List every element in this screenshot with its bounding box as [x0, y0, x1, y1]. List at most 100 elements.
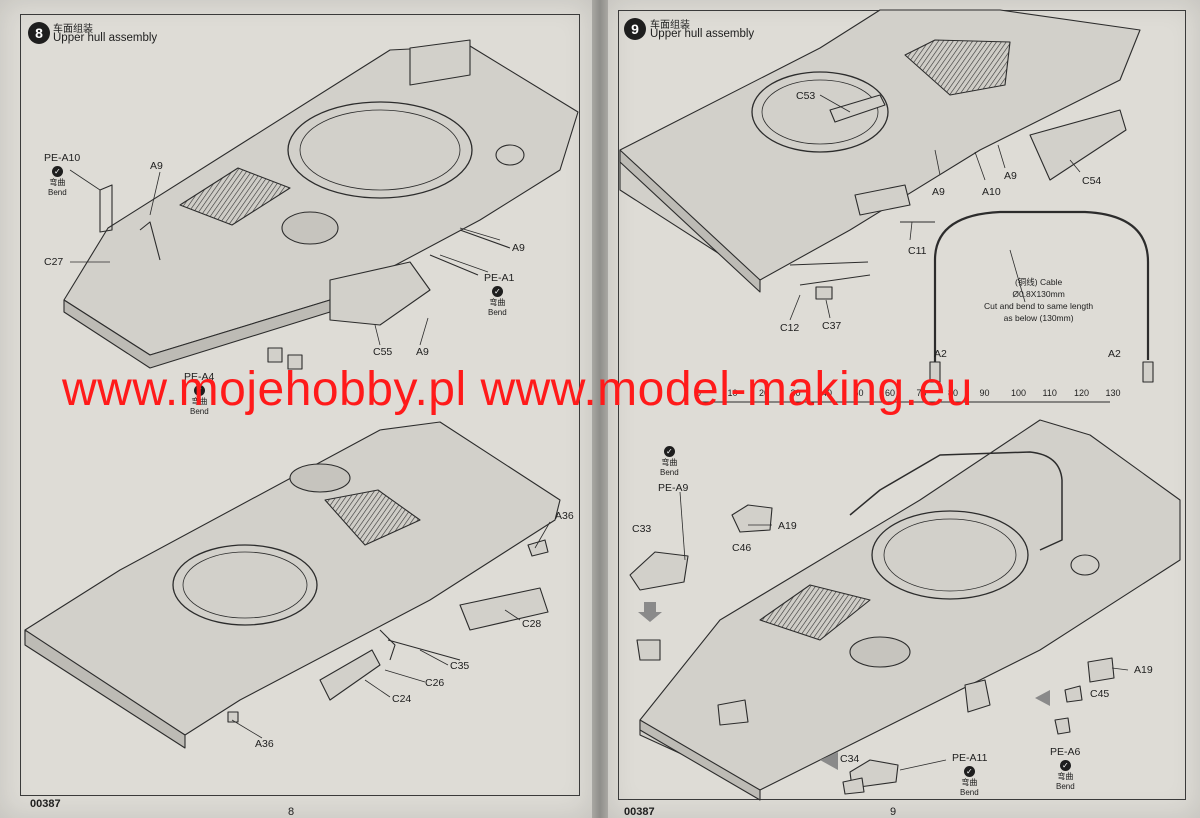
label-a9-top: A9: [150, 160, 163, 172]
step-9-title-cn: 车面组装: [650, 20, 690, 31]
step-8-title-en: Upper hull assembly: [53, 32, 158, 44]
hull-drawing-right-top: [619, 9, 1141, 300]
bend-icon: ✓: [51, 166, 63, 177]
bend-en: Bend: [48, 188, 67, 197]
label-pe-a6: PE-A6: [1050, 746, 1081, 758]
ruler-tick-label: 0: [696, 388, 702, 398]
ruler-tick-label: 70: [916, 388, 927, 398]
ruler-tick-label: 30: [790, 388, 801, 398]
step-9-badge: 9: [624, 18, 646, 40]
bend-cn: 弯曲: [1057, 772, 1074, 781]
label-c28: C28: [522, 618, 542, 630]
label-pe-a9: PE-A9: [658, 482, 689, 494]
right-footer-code: 00387: [624, 806, 655, 818]
label-a2-right: A2: [1108, 348, 1121, 360]
cable-note-line4: as below (130mm): [1003, 313, 1074, 323]
label-a36-right: A36: [555, 510, 574, 522]
cable-note-line3: Cut and bend to same length: [984, 301, 1094, 311]
label-c33: C33: [632, 523, 652, 535]
bend-en: Bend: [960, 788, 979, 797]
label-c27: C27: [44, 256, 64, 268]
ruler-tick-label: 20: [759, 388, 770, 398]
label-c53: C53: [796, 90, 816, 102]
book-gutter: [592, 0, 608, 818]
label-a9-1: A9: [932, 186, 945, 198]
label-a9-bottom: A9: [416, 346, 429, 358]
label-pe-a11: PE-A11: [952, 752, 988, 764]
left-page-number: 8: [288, 806, 295, 818]
ruler-tick-label: 110: [1042, 388, 1057, 398]
ruler-tick-label: 40: [822, 388, 833, 398]
ruler-tick-label: 120: [1074, 388, 1090, 398]
bend-cn: 弯曲: [661, 458, 678, 467]
label-a10: A10: [982, 186, 1001, 198]
label-c24: C24: [392, 693, 412, 705]
label-c55: C55: [373, 346, 393, 358]
label-a2-left: A2: [934, 348, 947, 360]
label-c11: C11: [908, 245, 927, 257]
label-c54: C54: [1082, 175, 1102, 187]
label-a9-right: A9: [512, 242, 525, 254]
bend-icon: ✓: [1059, 760, 1071, 771]
cable-end-left: [929, 361, 941, 383]
bend-en: Bend: [190, 407, 209, 416]
bend-cn: 弯曲: [49, 178, 66, 187]
ruler-tick-label: 100: [1011, 388, 1027, 398]
left-step-frame: [20, 14, 580, 796]
cable-note-line2: Ø0.8X130mm: [1012, 289, 1065, 299]
hull-drawing-left-bottom: [24, 421, 561, 749]
step-9-title-en: Upper hull assembly: [650, 28, 755, 40]
label-c34: C34: [840, 753, 860, 765]
step-8-number: 8: [35, 25, 43, 41]
label-c35: C35: [450, 660, 470, 672]
label-c45: C45: [1090, 688, 1110, 700]
bend-cn: 弯曲: [191, 397, 208, 406]
ruler-tick-label: 50: [853, 388, 864, 398]
right-page-number: 9: [890, 806, 897, 818]
left-footer-code: 00387: [30, 798, 61, 810]
label-pe-a10: PE-A10: [44, 152, 81, 164]
bend-en: Bend: [488, 308, 507, 317]
bend-en: Bend: [1056, 782, 1075, 791]
bend-en: Bend: [660, 468, 679, 477]
cable-note: (铜线) Cable Ø0.8X130mm Cut and bend to sa…: [984, 276, 1093, 324]
ruler-tick-label: 90: [979, 388, 990, 398]
label-a19-top: A19: [778, 520, 797, 532]
label-c26: C26: [425, 677, 445, 689]
label-pe-a1: PE-A1: [484, 272, 515, 284]
label-a19-right: A19: [1134, 664, 1153, 676]
step-9-number: 9: [631, 21, 639, 37]
label-a36-bottom: A36: [255, 738, 274, 750]
label-pe-a4: PE-A4: [184, 371, 215, 383]
cable-end-right: [1142, 361, 1154, 383]
hull-drawing-left-top: [63, 39, 579, 370]
watermark-text: www.mojehobby.pl www.model-making.eu: [62, 363, 973, 416]
placement-arrows: [638, 602, 1050, 770]
label-c12: C12: [780, 322, 800, 334]
bend-cn: 弯曲: [489, 298, 506, 307]
bend-icon: ✓: [193, 385, 205, 396]
step-8-title-cn: 车面组装: [53, 24, 93, 35]
leader-lines: [69, 94, 1129, 771]
label-c37: C37: [822, 320, 842, 332]
step-8-badge: 8: [28, 22, 50, 44]
ruler-tick-label: 130: [1105, 388, 1121, 398]
bend-icon: ✓: [491, 286, 503, 297]
bend-icon: ✓: [963, 766, 975, 777]
ruler-tick-label: 10: [727, 388, 738, 398]
hull-drawing-right-bottom: [629, 419, 1181, 801]
cable-note-line1: (铜线) Cable: [1014, 277, 1063, 287]
ruler-tick-label: 60: [885, 388, 896, 398]
label-c46: C46: [732, 542, 752, 554]
bend-cn: 弯曲: [961, 778, 978, 787]
cable-drawing: [933, 210, 1150, 362]
ruler-tick-label: 80: [948, 388, 959, 398]
bend-icon: ✓: [663, 446, 675, 457]
